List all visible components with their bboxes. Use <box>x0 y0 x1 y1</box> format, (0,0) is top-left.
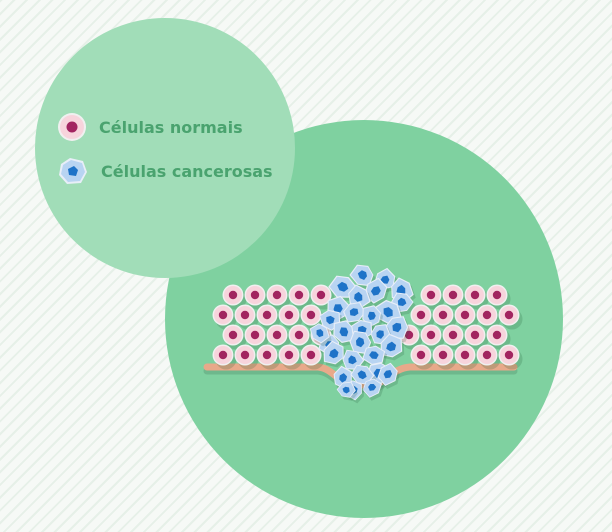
normal-cell <box>266 284 291 310</box>
cancer-cell <box>362 345 388 368</box>
normal-cell <box>498 344 523 370</box>
legend-label-normal: Células normais <box>99 117 243 137</box>
normal-cell <box>256 304 281 330</box>
normal-cell <box>212 304 237 330</box>
normal-cell <box>432 304 457 330</box>
normal-cell <box>222 324 247 350</box>
normal-cell <box>244 324 269 350</box>
normal-cell <box>278 344 303 370</box>
normal-cell <box>410 344 435 370</box>
cancer-cell <box>362 378 384 401</box>
cancer-cell <box>336 381 358 401</box>
normal-cell <box>288 324 313 350</box>
cancer-cell <box>370 324 393 348</box>
basement-membrane <box>203 363 518 393</box>
normal-cell <box>486 284 511 310</box>
cancer-cell <box>385 316 411 342</box>
normal-cell <box>244 284 269 310</box>
normal-cell <box>222 284 247 310</box>
cancer-cell <box>380 333 405 361</box>
legend-circle <box>35 18 295 278</box>
normal-cell <box>454 304 479 330</box>
cancer-cell <box>309 323 332 347</box>
normal-cell <box>476 344 501 370</box>
normal-cell <box>442 284 467 310</box>
normal-cell <box>266 324 291 350</box>
cancer-cell <box>323 340 346 368</box>
cancer-cell <box>364 277 390 307</box>
normal-cell <box>464 324 489 350</box>
legend-item-normal: Células normais <box>57 112 243 142</box>
normal-cell-icon <box>58 113 86 141</box>
normal-cell <box>464 284 489 310</box>
normal-cell <box>486 324 511 350</box>
normal-cell <box>398 324 423 350</box>
normal-cell <box>432 344 457 370</box>
normal-cell <box>454 344 479 370</box>
legend-label-cancer: Células cancerosas <box>101 161 273 181</box>
normal-cell <box>288 284 313 310</box>
normal-cell <box>234 304 259 330</box>
normal-cell <box>212 344 237 370</box>
membrane-line <box>203 363 518 389</box>
normal-cell <box>278 304 303 330</box>
normal-cell <box>476 304 501 330</box>
normal-cell <box>442 324 467 350</box>
normal-cell <box>420 324 445 350</box>
normal-cell <box>256 344 281 370</box>
normal-cell <box>234 344 259 370</box>
normal-cell <box>498 304 523 330</box>
cancer-cell-icon <box>59 158 87 184</box>
normal-cell <box>410 304 435 330</box>
legend-item-cancer: Células cancerosas <box>57 156 273 186</box>
tumor-mass <box>309 264 416 404</box>
cancer-cell <box>377 362 400 389</box>
normal-cell <box>420 284 445 310</box>
normal-cell <box>300 344 325 370</box>
